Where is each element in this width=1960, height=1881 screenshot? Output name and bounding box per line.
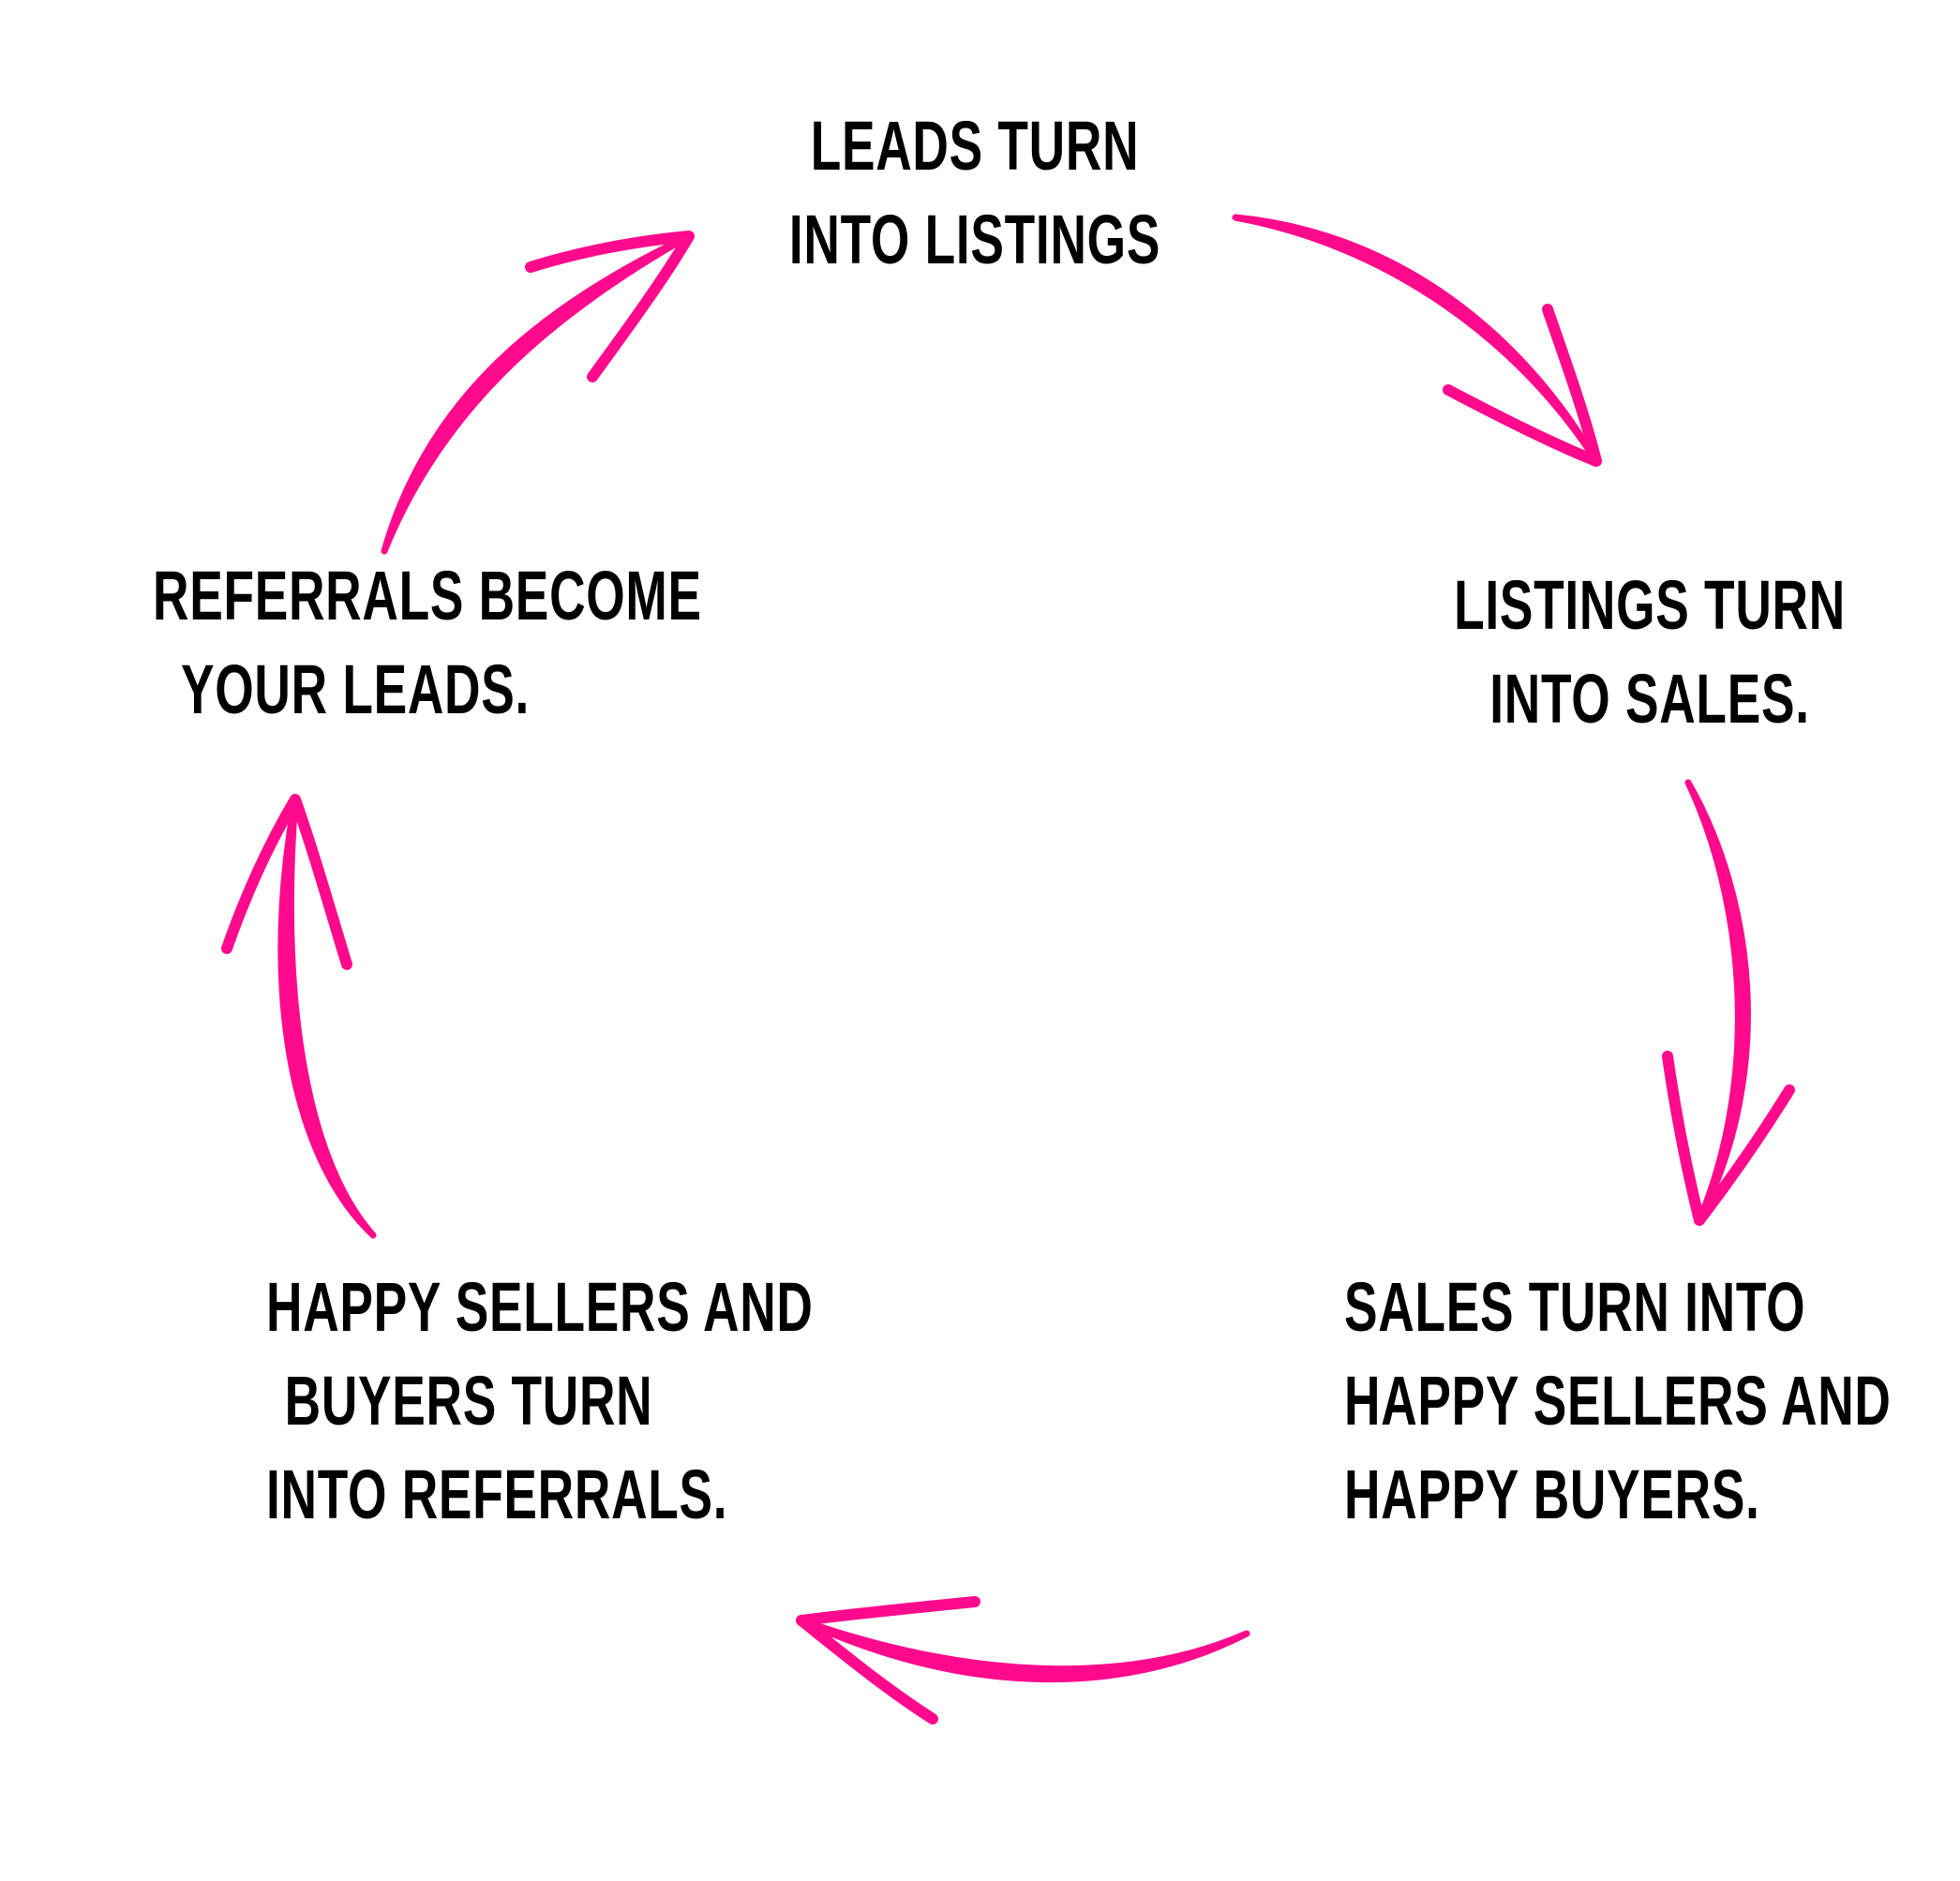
- step-line: LEADS TURN: [810, 107, 1140, 185]
- arrow-listings-to-sales: [1662, 779, 1795, 1226]
- step-sales-turn-into-happy: SALES TURN INTO HAPPY SELLERS AND HAPPY …: [1344, 1261, 1892, 1542]
- step-leads-turn-into-listings: LEADS TURN INTO LISTINGS: [772, 99, 1177, 287]
- step-line: INTO LISTINGS: [788, 201, 1161, 278]
- step-line: INTO SALES.: [1489, 660, 1810, 738]
- arrow-shaft: [381, 232, 693, 555]
- step-line: SALES TURN INTO: [1344, 1268, 1806, 1346]
- step-happy-turn-into-referrals: HAPPY SELLERS AND BUYERS TURN INTO REFER…: [266, 1261, 814, 1542]
- step-line: BUYERS TURN: [284, 1362, 653, 1440]
- arrow-shaft: [1684, 779, 1751, 1224]
- step-listings-turn-into-sales: LISTINGS TURN INTO SALES.: [1447, 559, 1852, 746]
- step-line: REFERRALS BECOME: [152, 557, 702, 634]
- arrow-head: [1443, 304, 1602, 467]
- step-line: HAPPY SELLERS AND: [1344, 1362, 1892, 1440]
- arrow-head: [525, 231, 695, 382]
- step-line: LISTINGS TURN: [1454, 566, 1846, 644]
- arrow-shaft: [1232, 214, 1600, 465]
- arrow-head: [1662, 1051, 1795, 1226]
- arrow-referrals-to-leads: [381, 231, 695, 555]
- arrow-happy-to-referrals: [221, 794, 377, 1239]
- arrow-shaft: [277, 796, 377, 1239]
- step-line: INTO REFERRALS.: [266, 1456, 728, 1533]
- arrow-sales-to-happy: [796, 1596, 1250, 1724]
- arrow-head: [796, 1596, 980, 1724]
- step-line: HAPPY SELLERS AND: [266, 1268, 814, 1346]
- step-line: HAPPY BUYERS.: [1344, 1456, 1760, 1533]
- arrow-leads-to-listings: [1232, 214, 1602, 467]
- step-referrals-become-leads: REFERRALS BECOME YOUR LEADS.: [152, 549, 702, 737]
- step-line: YOUR LEADS.: [180, 650, 531, 728]
- arrow-head: [221, 794, 352, 970]
